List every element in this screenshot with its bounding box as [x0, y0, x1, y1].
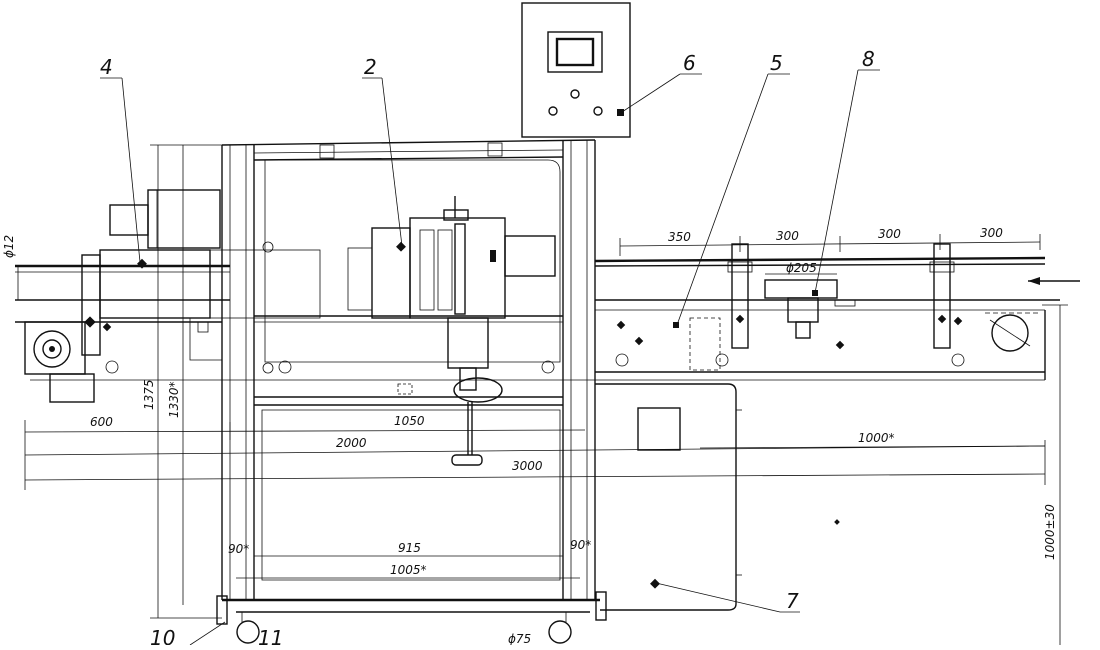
- callout-2: 2: [364, 55, 377, 79]
- dim-90-left: 90*: [228, 542, 249, 556]
- callout-4: 4: [100, 55, 113, 79]
- dim-1050: 1050: [394, 414, 425, 428]
- dim-1330: 1330*: [167, 381, 181, 418]
- dim-phi12: ϕ12: [2, 235, 16, 258]
- dim-phi205: ϕ205: [786, 261, 817, 275]
- applicator-unit-8: [764, 279, 856, 339]
- dim-300-b: 300: [878, 227, 901, 241]
- dim-915: 915: [398, 541, 421, 555]
- callout-5: 5: [770, 51, 783, 75]
- dim-600: 600: [90, 415, 113, 429]
- left-drive-unit: [24, 189, 321, 403]
- callout-10: 10: [150, 626, 175, 645]
- main-frame: [216, 139, 607, 644]
- dim-300-a: 300: [776, 229, 799, 243]
- dim-1005: 1005*: [390, 563, 427, 577]
- control-cabinet: [521, 2, 631, 138]
- dim-300-c: 300: [980, 226, 1003, 240]
- callout-6: 6: [683, 51, 696, 75]
- dim-3000: 3000: [512, 459, 543, 473]
- lower-cabinet: [595, 383, 742, 611]
- callout-7: 7: [786, 589, 799, 613]
- callout-8: 8: [862, 47, 875, 71]
- dim-phi75: ϕ75: [508, 632, 531, 645]
- leader-lines: [100, 69, 880, 646]
- dim-1375: 1375: [142, 379, 156, 410]
- side-guides: [727, 243, 955, 349]
- dim-2000: 2000: [336, 436, 367, 450]
- dim-90-right: 90*: [570, 538, 591, 552]
- dim-1000: 1000*: [858, 431, 895, 445]
- dim-350: 350: [668, 230, 691, 244]
- callout-11: 11: [258, 626, 283, 645]
- central-head-unit: [347, 196, 556, 466]
- dim-1000-pm-30: 1000±30: [1043, 504, 1057, 560]
- dimension-lines: [17, 144, 1068, 645]
